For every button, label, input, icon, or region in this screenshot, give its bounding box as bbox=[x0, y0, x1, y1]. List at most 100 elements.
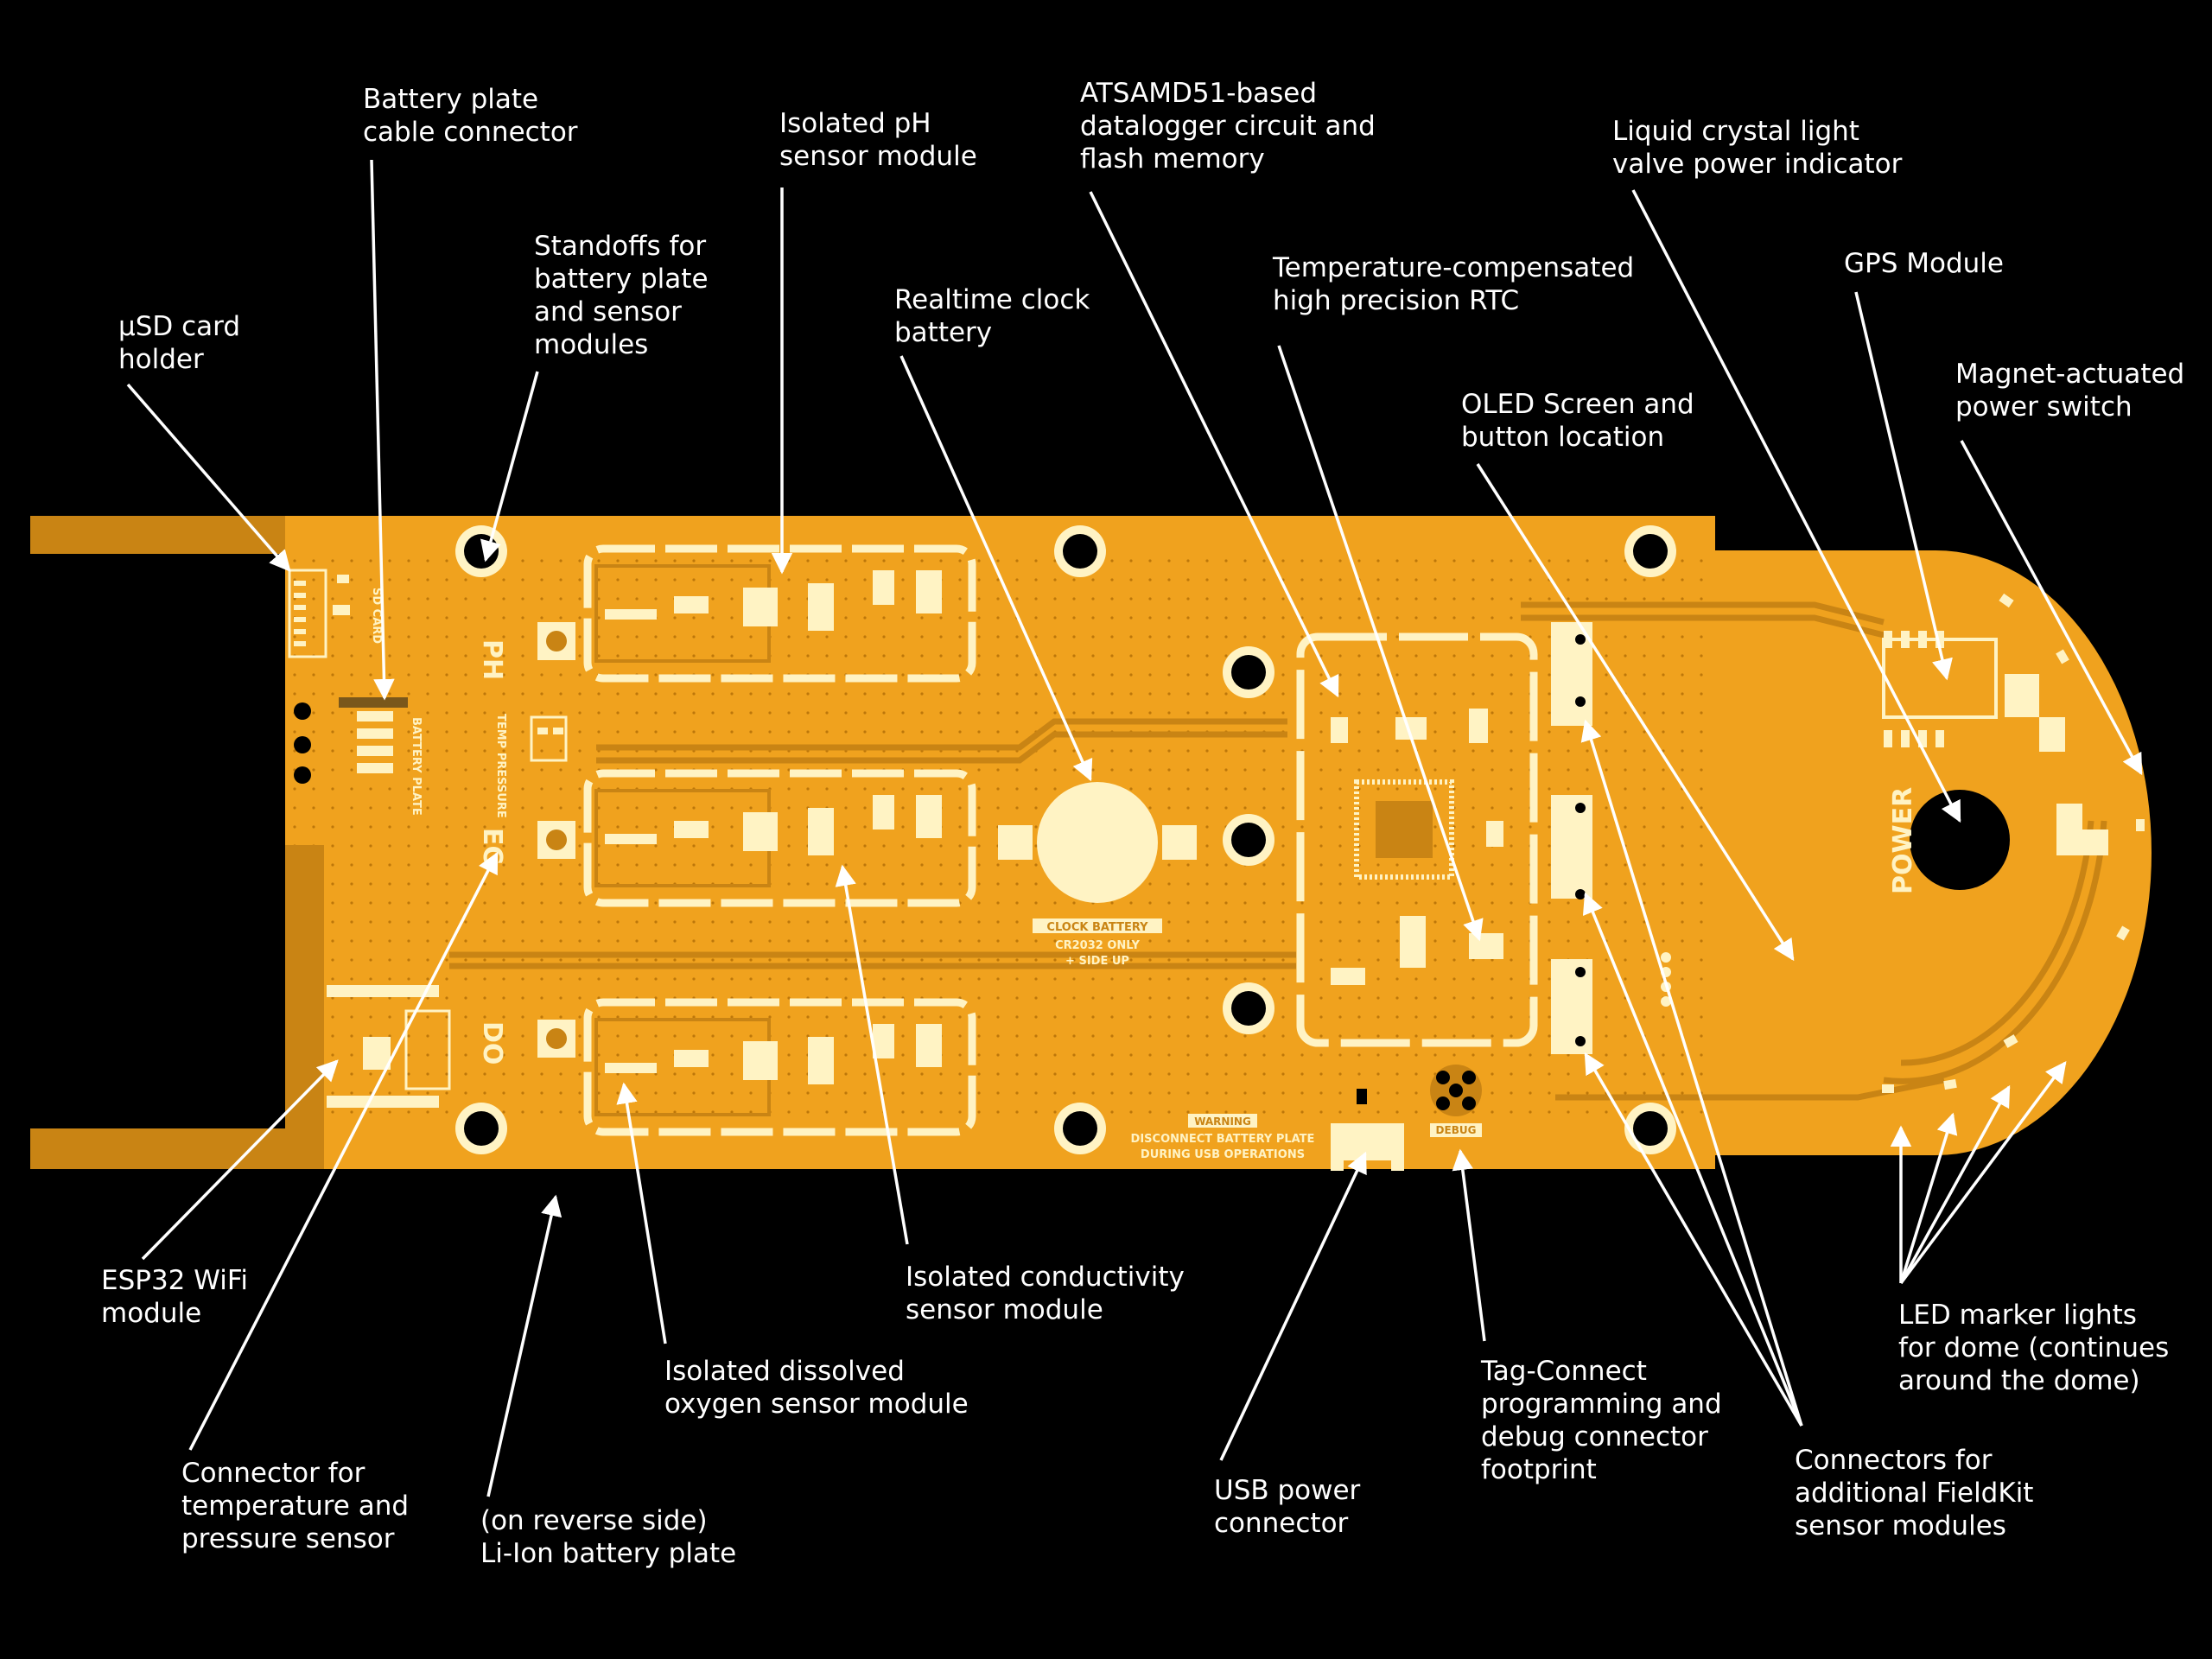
callout-line: ESP32 WiFi bbox=[101, 1265, 248, 1296]
callout-line: power switch bbox=[1955, 391, 2133, 423]
callout-gps-module: GPS Module bbox=[1844, 248, 2004, 279]
callout-line: sensor modules bbox=[1795, 1510, 2006, 1541]
ph-module-footprint: PH bbox=[477, 544, 976, 683]
board-hole bbox=[294, 736, 311, 753]
callout-line: Tag-Connect bbox=[1480, 1356, 1647, 1387]
callout-line: OLED Screen and bbox=[1461, 389, 1694, 420]
callout-line: pressure sensor bbox=[181, 1523, 395, 1554]
callout-line: programming and bbox=[1481, 1389, 1722, 1420]
callout-line: Isolated dissolved bbox=[664, 1356, 905, 1387]
callout-line: holder bbox=[118, 344, 204, 375]
clock-battery-silk: CLOCK BATTERY bbox=[1046, 921, 1148, 934]
callout-line: Liquid crystal light bbox=[1612, 116, 1859, 147]
temp-pressure-silk: TEMP PRESSURE bbox=[494, 714, 507, 818]
clock-battery-note2: + SIDE UP bbox=[1065, 955, 1129, 968]
do-silk: DO bbox=[477, 1021, 507, 1065]
callout-line: temperature and bbox=[181, 1491, 409, 1522]
callout-line: Connector for bbox=[181, 1458, 365, 1489]
fieldkit-connectors bbox=[1551, 622, 1592, 1054]
debug-silk: DEBUG bbox=[1436, 1124, 1477, 1136]
sd-card-holder: SD CARD bbox=[288, 569, 383, 658]
fieldkit-connector-pins bbox=[1575, 634, 1586, 1046]
temp-pressure-connector: TEMP PRESSURE bbox=[494, 714, 568, 818]
esp32-module-footprint bbox=[327, 985, 451, 1108]
callout-line: datalogger circuit and bbox=[1080, 111, 1376, 142]
callout-line: oxygen sensor module bbox=[664, 1389, 969, 1420]
board-tab-bottom bbox=[30, 1128, 324, 1169]
ec-module-footprint: EC bbox=[477, 769, 976, 907]
callout-line: Isolated pH bbox=[779, 108, 931, 139]
callout-line: battery plate bbox=[534, 264, 709, 295]
callout-line: around the dome) bbox=[1898, 1365, 2140, 1396]
callout-line: LED marker lights bbox=[1898, 1300, 2137, 1331]
callout-arrows bbox=[126, 159, 2143, 1497]
callout-line: sensor module bbox=[906, 1294, 1103, 1325]
ph-silk: PH bbox=[477, 639, 507, 680]
battery-plate-connector: BATTERY PLATE bbox=[339, 697, 423, 816]
callout-line: Standoffs for bbox=[534, 231, 706, 262]
callout-line: debug connector bbox=[1481, 1421, 1708, 1452]
warning-title: WARNING bbox=[1194, 1116, 1251, 1128]
callout-line: Magnet-actuated bbox=[1955, 359, 2184, 390]
callout-line: cable connector bbox=[363, 117, 578, 148]
callout-line: footprint bbox=[1481, 1454, 1597, 1485]
warning-line2: DURING USB OPERATIONS bbox=[1141, 1148, 1305, 1161]
light-valve-hole bbox=[1910, 790, 2010, 890]
usb-warning: WARNING DISCONNECT BATTERY PLATE DURING … bbox=[1131, 1089, 1404, 1171]
callout-line: button location bbox=[1461, 422, 1664, 453]
power-silk: POWER bbox=[1888, 787, 1918, 894]
callout-line: modules bbox=[534, 329, 648, 360]
pcb-board: SD CARD BATTERY PLATE TEMP PRESSURE bbox=[30, 516, 2152, 1171]
sd-card-silk: SD CARD bbox=[370, 588, 383, 644]
board-hole bbox=[294, 766, 311, 784]
callout-line: valve power indicator bbox=[1612, 149, 1903, 180]
callout-line: connector bbox=[1214, 1508, 1349, 1539]
board-edge-left bbox=[285, 845, 324, 1130]
callout-line: USB power bbox=[1214, 1475, 1361, 1506]
callout-line: Battery plate bbox=[363, 84, 538, 115]
callout-line: Realtime clock bbox=[894, 284, 1090, 315]
callout-line: ATSAMD51-based bbox=[1080, 78, 1317, 109]
callout-line: additional FieldKit bbox=[1795, 1478, 2033, 1509]
standoff-holes bbox=[455, 525, 1676, 1154]
callout-line: Isolated conductivity bbox=[906, 1262, 1185, 1293]
callout-line: µSD card bbox=[118, 311, 240, 342]
board-tab-top bbox=[30, 516, 285, 554]
callout-line: sensor module bbox=[779, 141, 977, 172]
callout-line: module bbox=[101, 1298, 201, 1329]
callout-line: GPS Module bbox=[1844, 248, 2004, 279]
do-module-footprint: DO bbox=[477, 998, 976, 1136]
callout-line: flash memory bbox=[1080, 143, 1265, 175]
callout-line: high precision RTC bbox=[1273, 285, 1519, 316]
callout-line: Temperature-compensated bbox=[1272, 252, 1634, 283]
callout-line: Li-Ion battery plate bbox=[480, 1538, 736, 1569]
callout-line: and sensor bbox=[534, 296, 682, 327]
callout-line: Connectors for bbox=[1795, 1445, 1993, 1476]
board-hole bbox=[294, 702, 311, 720]
battery-plate-silk: BATTERY PLATE bbox=[410, 717, 423, 816]
gps-region: POWER bbox=[1882, 631, 2108, 894]
tag-connect-footprint: DEBUG bbox=[1430, 1065, 1482, 1137]
warning-line1: DISCONNECT BATTERY PLATE bbox=[1131, 1133, 1315, 1146]
clock-battery: CLOCK BATTERY CR2032 ONLY + SIDE UP bbox=[998, 782, 1197, 968]
callout-line: battery bbox=[894, 317, 992, 348]
callout-line: (on reverse side) bbox=[480, 1505, 708, 1536]
